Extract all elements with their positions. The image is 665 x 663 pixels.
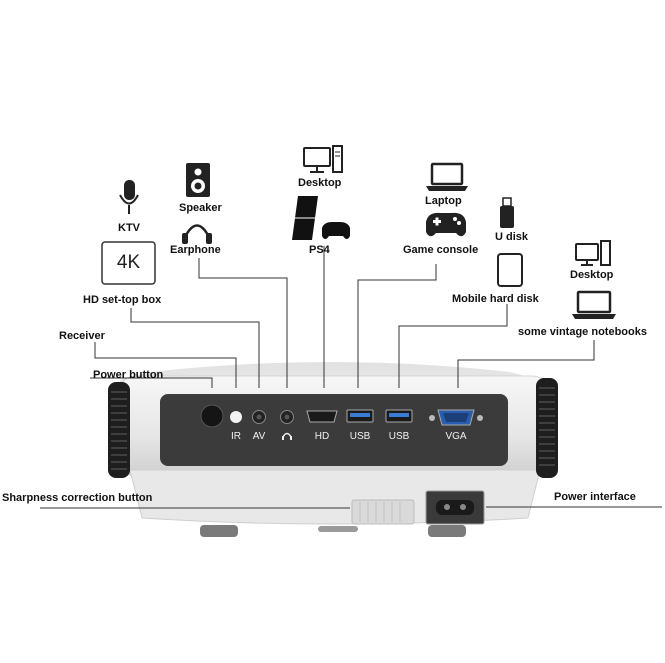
ir-sensor — [230, 411, 242, 423]
microphone-icon — [119, 180, 139, 214]
label-laptop: Laptop — [425, 195, 462, 207]
label-earphone: Earphone — [170, 244, 221, 256]
label-ps4: PS4 — [309, 244, 330, 256]
usb-drive-icon — [500, 197, 514, 228]
label-desktop-right: Desktop — [570, 269, 614, 281]
sharpness-wheel[interactable] — [351, 499, 415, 525]
label-ktv: KTV — [118, 222, 140, 234]
port-panel — [160, 394, 508, 466]
label-desktop-top: Desktop — [298, 177, 342, 189]
right-vent — [536, 378, 558, 478]
label-power-button: Power button — [93, 369, 164, 381]
speaker-icon — [186, 163, 210, 197]
label-u-disk: U disk — [495, 231, 529, 243]
set-top-box-icon — [101, 241, 156, 285]
audio-port[interactable] — [280, 410, 294, 424]
port-label-usb-1: USB — [349, 431, 371, 442]
usb-port-1[interactable] — [346, 409, 374, 423]
foot-right — [428, 525, 466, 537]
port-label-av: AV — [252, 431, 266, 442]
port-label-vga: VGA — [445, 431, 467, 442]
label-sharpness-button: Sharpness correction button — [2, 492, 153, 504]
headphone-icon — [282, 432, 292, 438]
connector-lines — [40, 246, 662, 509]
desktop-icon-right — [575, 240, 611, 266]
av-port[interactable] — [252, 410, 266, 424]
label-speaker: Speaker — [179, 202, 222, 214]
port-label-hd: HD — [314, 431, 330, 442]
label-vintage-notebooks: some vintage notebooks — [518, 326, 647, 338]
left-vent — [108, 382, 130, 478]
label-game-console: Game console — [403, 244, 479, 256]
ps4-icon — [292, 196, 350, 240]
laptop-icon-right — [572, 290, 616, 319]
label-receiver: Receiver — [59, 330, 105, 342]
label-hd-set-top-box: HD set-top box — [83, 294, 162, 306]
label-mobile-hard-disk: Mobile hard disk — [452, 293, 539, 305]
power-button-knob[interactable] — [200, 404, 224, 428]
desktop-icon-top — [303, 145, 343, 173]
set-top-box-badge: 4K — [116, 252, 141, 273]
label-power-interface: Power interface — [554, 491, 636, 503]
foot-left — [200, 525, 238, 537]
port-label-ir: IR — [231, 431, 241, 442]
usb-port-2[interactable] — [385, 409, 413, 423]
port-label-usb-2: USB — [388, 431, 410, 442]
vga-port[interactable] — [429, 409, 483, 426]
power-socket[interactable] — [425, 490, 485, 525]
laptop-icon-top — [426, 162, 468, 191]
hard-disk-icon — [497, 253, 523, 287]
hdmi-port[interactable] — [306, 410, 338, 423]
earphone-icon — [182, 224, 212, 244]
gamepad-icon — [426, 212, 466, 237]
